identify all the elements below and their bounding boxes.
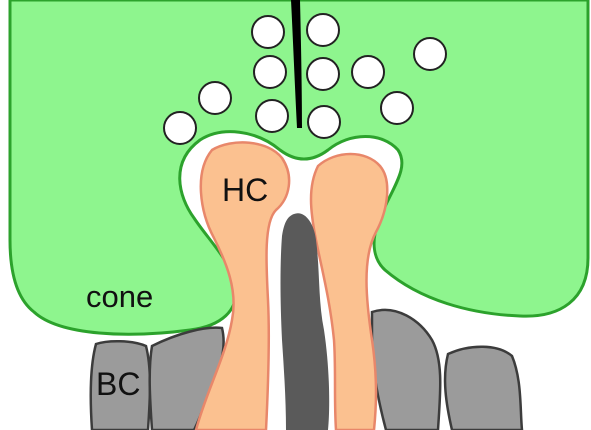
synaptic-vesicle <box>308 106 340 138</box>
label-hc: HC <box>222 172 268 208</box>
bipolar-cell-process <box>445 347 522 430</box>
synaptic-vesicle <box>199 82 231 114</box>
synaptic-vesicle <box>164 112 196 144</box>
synaptic-vesicle <box>307 58 339 90</box>
synaptic-vesicle <box>252 16 284 48</box>
bipolar-cell-process <box>372 310 440 430</box>
synaptic-vesicle <box>381 92 413 124</box>
synaptic-vesicle <box>307 14 339 46</box>
synaptic-vesicle <box>254 56 286 88</box>
label-cone: cone <box>86 279 153 314</box>
synaptic-vesicle <box>414 38 446 70</box>
label-bc: BC <box>96 366 140 402</box>
synaptic-vesicle <box>256 100 288 132</box>
synaptic-vesicle <box>352 56 384 88</box>
